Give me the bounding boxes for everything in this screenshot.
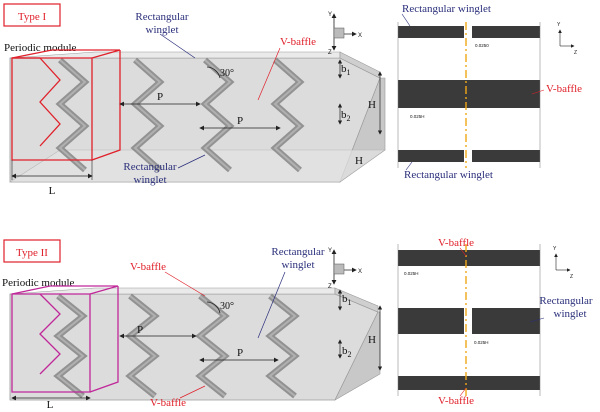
label-L-2: L	[47, 399, 54, 411]
type-label-box-2	[3, 239, 61, 263]
angle-arc	[206, 66, 221, 79]
svg-text:Y: Y	[328, 248, 332, 254]
label-v-baffle: V-baffle	[280, 36, 316, 48]
type-label-box	[3, 3, 61, 27]
label-P1-2: P	[137, 324, 143, 336]
side-label-rect-winglet-bottom: Rectangular winglet	[404, 169, 493, 181]
side-view-1: Rectangular winglet V-baffle Rectangular…	[397, 3, 582, 181]
svg-text:X: X	[358, 33, 362, 39]
type-label: Type I	[18, 11, 47, 23]
svg-text:Z: Z	[570, 274, 573, 280]
label-H-2: H	[355, 155, 363, 167]
svg-text:Y: Y	[553, 246, 557, 252]
label-b2: b2	[341, 109, 351, 123]
axes-3d: Y X Z	[328, 12, 362, 56]
side-dim-1: 0.025H	[410, 114, 425, 119]
panel-type-1: Type I Periodic module	[3, 3, 582, 197]
periodic-module-label-2: Periodic module	[2, 277, 75, 289]
label-v-baffle-top-2: V-baffle	[130, 261, 166, 273]
label-P2-2: P	[237, 347, 243, 359]
angle-label-2: 30°	[220, 301, 234, 312]
svg-text:Y: Y	[328, 12, 332, 18]
side-label-v-baffle: V-baffle	[546, 83, 582, 95]
svg-text:Z: Z	[328, 284, 332, 290]
svg-text:Z: Z	[328, 50, 332, 56]
svg-text:X: X	[358, 269, 362, 275]
periodic-module-label: Periodic module	[4, 42, 77, 54]
side-label-v-baffle-bottom-2: V-baffle	[438, 395, 474, 407]
side-label-v-baffle-top-2: V-baffle	[438, 237, 474, 249]
angle-arc-2	[206, 301, 221, 314]
angle-label: 30°	[220, 68, 234, 79]
svg-text:Z: Z	[574, 50, 577, 56]
label-P1: P	[157, 91, 163, 103]
svg-text:Y: Y	[557, 22, 561, 28]
label-b1-2: b1	[342, 293, 352, 307]
periodic-module-outline-2	[11, 285, 119, 393]
panel-type-2: Type II Periodic module L	[2, 237, 593, 411]
side-dim-1-2: 0.025H	[404, 271, 419, 276]
axes-3d-2: Y X Z	[328, 248, 362, 290]
side-label-rect-winglet-top: Rectangular winglet	[402, 3, 491, 15]
label-v-baffle-bottom-2: V-baffle	[150, 397, 186, 409]
side-dim-2-2: 0.025H	[474, 340, 489, 345]
label-b2-2: b2	[342, 345, 352, 359]
label-H: H	[368, 99, 376, 111]
type-label-2: Type II	[16, 247, 48, 259]
label-P2: P	[237, 115, 243, 127]
label-H-2b: H	[368, 334, 376, 346]
label-b1: b1	[341, 63, 351, 77]
side-dim-2: 0.0250	[475, 43, 489, 48]
label-L: L	[49, 185, 56, 197]
channel-body	[8, 51, 386, 183]
